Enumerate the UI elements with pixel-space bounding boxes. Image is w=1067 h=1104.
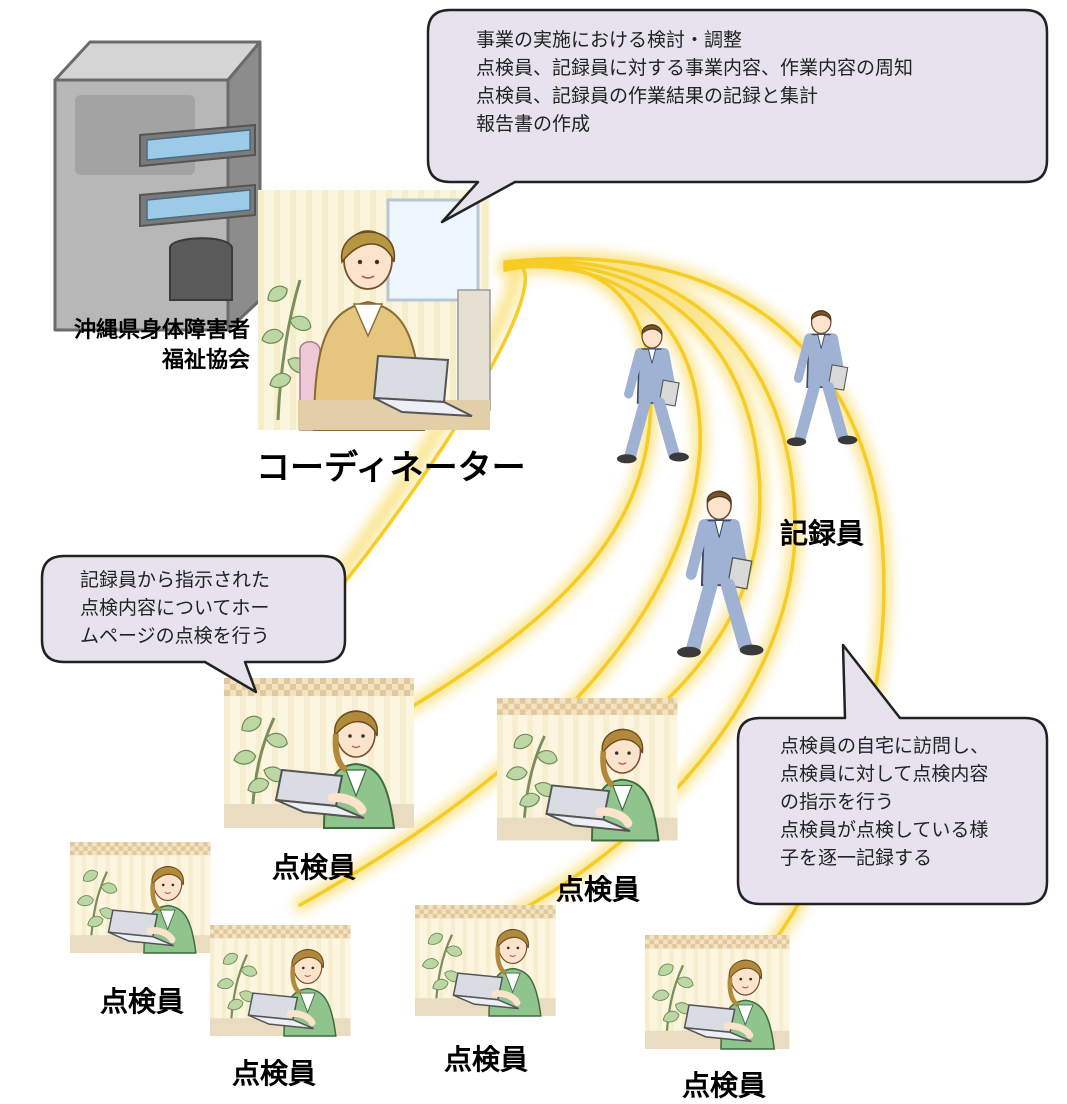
recorder-task: 点検員に対して点検内容 bbox=[780, 763, 989, 785]
inspector-illustration-1 bbox=[224, 678, 414, 828]
inspector-task: 点検内容についてホー bbox=[80, 597, 270, 619]
recorder-task: 点検員が点検している様 bbox=[780, 819, 989, 841]
inspector-illustration-4 bbox=[210, 925, 351, 1036]
recorder-task-list: 点検員の自宅に訪問し、 点検員に対して点検内容 の指示を行う 点検員が点検してい… bbox=[780, 732, 989, 872]
inspector-label-5: 点検員 bbox=[444, 1043, 529, 1076]
coordinator-task: 報告書の作成 bbox=[476, 113, 591, 135]
inspector-speech-bubble bbox=[40, 554, 347, 694]
office-building-illustration bbox=[53, 40, 262, 332]
inspector-label-6: 点検員 bbox=[682, 1069, 767, 1102]
inspector-task: ムページの点検を行う bbox=[80, 625, 270, 647]
inspector-illustration-2 bbox=[497, 698, 678, 841]
coordinator-speech-bubble bbox=[426, 8, 1049, 224]
coordinator-task: 点検員、記録員の作業結果の記録と集計 bbox=[476, 85, 819, 107]
recorder-speech-bubble bbox=[736, 643, 1049, 906]
recorder-label: 記録員 bbox=[780, 517, 865, 550]
inspector-task-list: 記録員から指示された 点検内容についてホー ムページの点検を行う bbox=[80, 566, 270, 650]
inspector-task: 記録員から指示された bbox=[80, 569, 271, 591]
coordinator-label: コーディネーター bbox=[256, 448, 526, 488]
inspector-illustration-5 bbox=[415, 905, 556, 1016]
recorder-task: 子を逐一記録する bbox=[780, 847, 933, 869]
inspector-label-4: 点検員 bbox=[232, 1057, 317, 1090]
coordinator-task: 点検員、記録員に対する事業内容、作業内容の周知 bbox=[476, 57, 914, 79]
organization-name-line1: 沖縄県身体障害者 bbox=[73, 318, 250, 343]
coordinator-illustration bbox=[258, 190, 491, 431]
inspector-label-2: 点検員 bbox=[556, 873, 641, 906]
inspector-illustration-6 bbox=[645, 935, 789, 1049]
inspector-label-1: 点検員 bbox=[272, 851, 357, 884]
organization-name-line2: 福祉協会 bbox=[161, 348, 250, 373]
recorder-task: 点検員の自宅に訪問し、 bbox=[780, 735, 990, 757]
coordinator-task-list: 事業の実施における検討・調整 点検員、記録員に対する事業内容、作業内容の周知 点… bbox=[476, 26, 913, 138]
inspector-illustration-3 bbox=[70, 842, 211, 953]
organization-label: 沖縄県身体障害者 福祉協会 bbox=[20, 316, 250, 376]
inspector-label-3: 点検員 bbox=[100, 985, 185, 1018]
coordinator-task: 事業の実施における検討・調整 bbox=[476, 29, 743, 51]
recorder-task: の指示を行う bbox=[780, 791, 895, 813]
